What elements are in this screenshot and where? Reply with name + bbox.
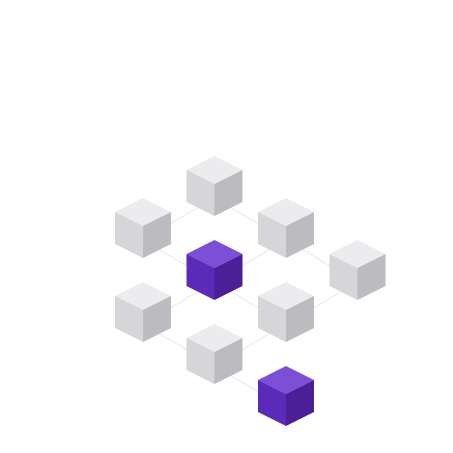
cube-left-face bbox=[115, 296, 143, 342]
cube-right-face bbox=[214, 338, 243, 384]
cube-right-face bbox=[286, 296, 314, 342]
cube-left-face bbox=[258, 380, 286, 426]
cube-upper-right bbox=[258, 198, 314, 258]
cube-right-face bbox=[143, 212, 171, 258]
cube-center bbox=[186, 240, 243, 300]
cube-right-face bbox=[357, 254, 386, 300]
cube-lower-left bbox=[115, 282, 171, 342]
cube-upper-left bbox=[115, 198, 171, 258]
cube-left-face bbox=[186, 254, 215, 300]
cube-right-face bbox=[286, 212, 314, 258]
cube-bottom-center bbox=[186, 324, 243, 384]
cube-left-face bbox=[186, 338, 215, 384]
cube-left-face bbox=[258, 296, 286, 342]
cube-right-face bbox=[214, 170, 243, 216]
cube-far-right bbox=[329, 240, 386, 300]
cube-right-face bbox=[214, 254, 243, 300]
cube-left-face bbox=[258, 212, 286, 258]
cube-left-face bbox=[186, 170, 215, 216]
connector-lines bbox=[142, 197, 358, 409]
cube-left-face bbox=[115, 212, 143, 258]
cube-bottom-right bbox=[258, 366, 314, 426]
cube-left-face bbox=[329, 254, 358, 300]
cube-right-face bbox=[286, 380, 314, 426]
cube-top bbox=[186, 156, 243, 216]
cube-right-face bbox=[143, 296, 171, 342]
cube-group bbox=[115, 156, 386, 426]
cube-lower-right bbox=[258, 282, 314, 342]
